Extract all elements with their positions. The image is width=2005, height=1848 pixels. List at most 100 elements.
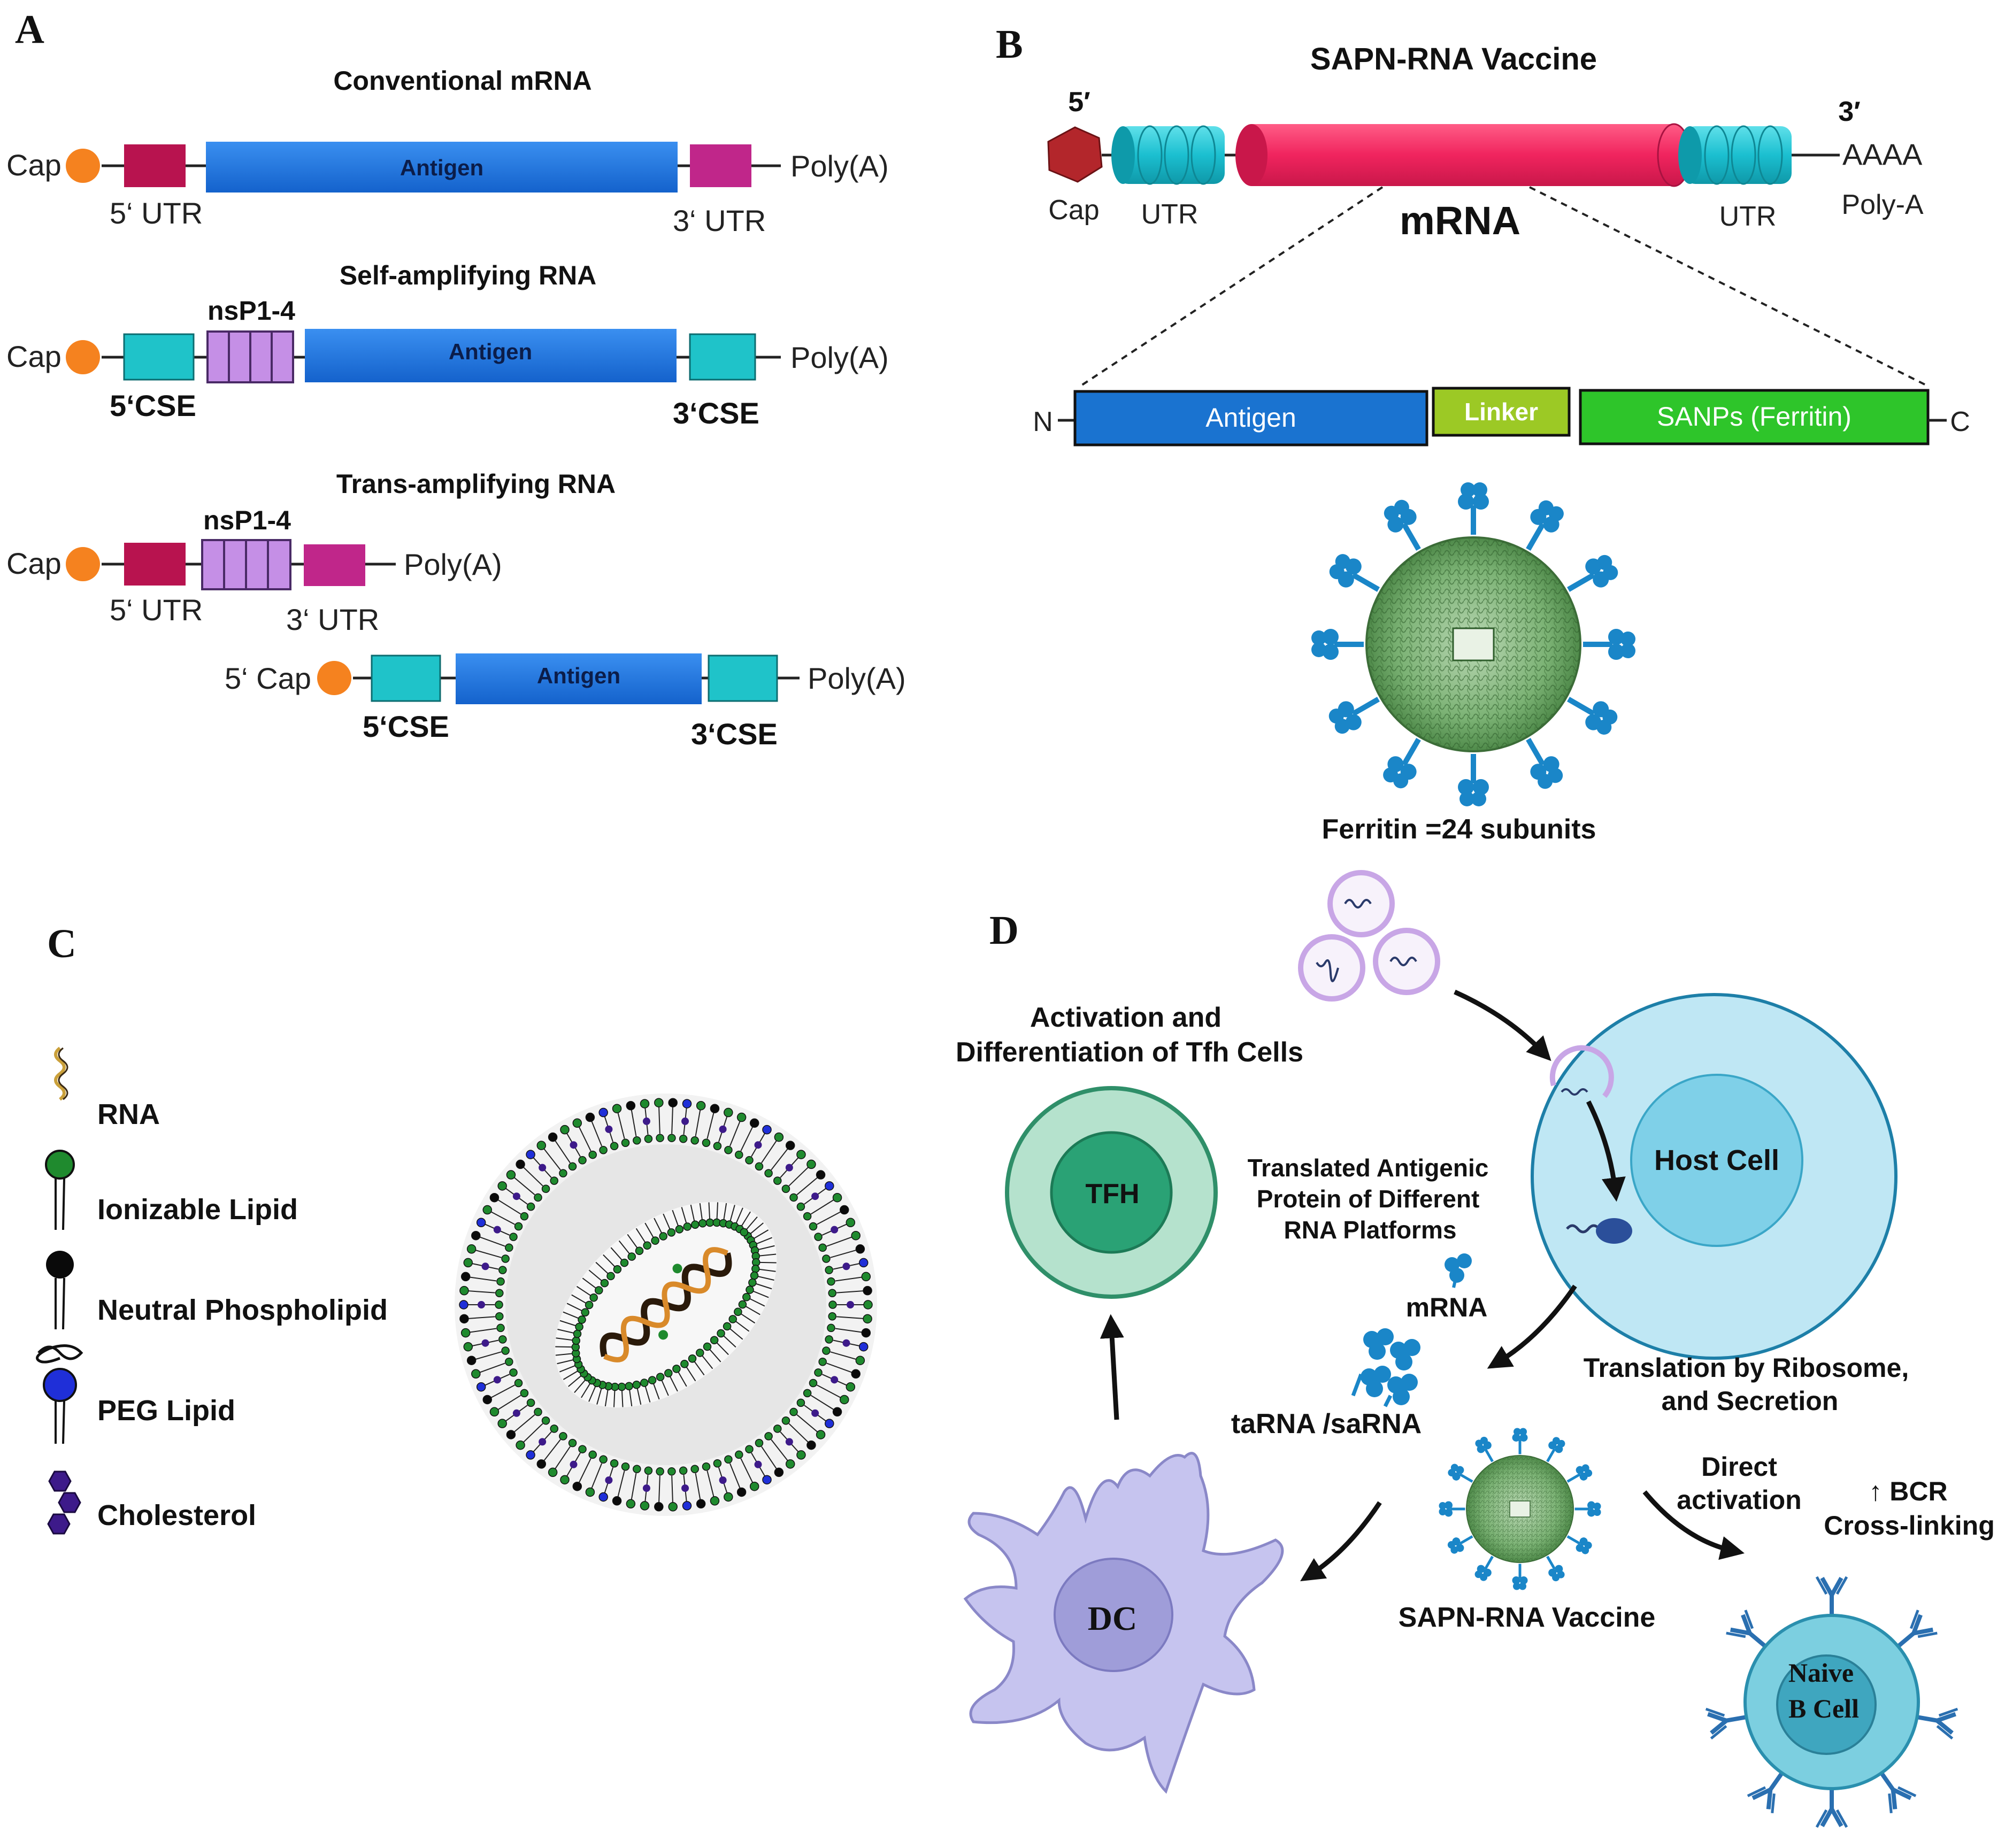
tfh-heading-line1: Activation and [1030,1002,1222,1033]
ferritin-subunit-icon [1311,629,1364,660]
legend-rna-label: RNA [97,1098,160,1130]
panel-c-label: C [47,921,76,966]
tarna-cse3-box [708,654,778,702]
legend-neutral-phospholipid-label: Neutral Phospholipid [97,1294,388,1326]
translated-line1: Translated Antigenic [1248,1154,1489,1182]
cse3-box [689,333,756,381]
tarna-cse5-label: 5‘CSE [363,710,449,743]
tarna-polya-label: Poly(A) [404,548,502,581]
ferritin-subunit-icon [1583,629,1635,660]
self-amplifying-title: Self-amplifying RNA [340,260,597,290]
direct-line2: activation [1677,1485,1801,1515]
ferritin-subunit-icon [1458,482,1489,535]
tarna-utr3-box [304,544,365,586]
three-prime-label: 3′ [1838,96,1860,127]
ferritin-subunit-icon [1446,1462,1477,1489]
bcr-line2: Cross-linking [1824,1511,1994,1541]
utr-right-label: UTR [1719,201,1777,232]
sarna-antigen-label: Antigen [449,339,532,364]
direct-line1: Direct [1701,1452,1777,1482]
bcr-antibody-icon [1817,1577,1847,1616]
ferritin-caption: Ferritin =24 subunits [1322,814,1596,845]
legend-ionizable-lipid-label: Ionizable Lipid [97,1194,298,1226]
tfh-label: TFH [1085,1179,1139,1210]
ferritin-nanoparticle-icon [1311,482,1635,806]
legend-ionizable-lipid: Ionizable Lipid [45,1150,298,1230]
endosome-icon [1549,1045,1614,1098]
tarna-antigen-box [456,653,702,704]
ferritin-subunit-icon [1379,732,1432,792]
utr-left-label: UTR [1141,199,1199,230]
conventional-mrna-title: Conventional mRNA [333,66,591,96]
sarna-antigen-cluster-icon [1351,1328,1420,1407]
tfh-cell: TFH [1005,1086,1218,1299]
host-cell: Host Cell [1531,993,1898,1360]
tarna-utr5-box [124,543,186,586]
conventional-polya-label: Poly(A) [790,149,889,183]
cap-pentagon-icon [1047,126,1103,183]
sarna-polya-label: Poly(A) [790,341,889,374]
ferritin-subunit-icon [1446,1530,1477,1557]
tarna-cse5-box [371,654,441,702]
cap-circle-icon [66,340,100,374]
ferritin-subunit-icon [1515,496,1568,557]
ribosome-icon [1596,1218,1632,1244]
lnp-vesicles-icon [1298,870,1440,1002]
bcell-nucleus [1776,1654,1877,1755]
utr-left-cylinder [1111,125,1225,185]
nsp-segments [206,330,294,383]
translation-line2: and Secretion [1662,1386,1839,1416]
neutral-phospholipid-icon [46,1251,74,1279]
c-terminus-label: C [1950,406,1970,437]
rna-icon [54,1046,66,1101]
legend-rna: RNA [54,1046,160,1130]
ferritin-subunit-icon [1325,550,1386,603]
peg-chain-icon [36,1344,83,1364]
sarna-cse5-label: 5‘CSE [110,389,196,422]
mrna-label: mRNA [1400,198,1520,243]
panel-b-label: B [996,22,1023,67]
translated-line2: Protein of Different [1257,1185,1480,1213]
legend-neutral-phospholipid: Neutral Phospholipid [46,1251,388,1330]
antigen-label: Antigen [400,155,483,180]
polya-label: Poly-A [1841,189,1923,220]
ferritin-subunit-icon [1515,732,1568,792]
dendritic-cell: DC [963,1452,1284,1794]
legend-cholesterol: Cholesterol [47,1470,256,1535]
conventional-mrna-construct: Conventional mRNA Cap Antigen Poly(A) 5‘… [6,66,889,237]
legend-cholesterol-label: Cholesterol [97,1499,256,1531]
trans-amplifying-title: Trans-amplifying RNA [336,469,616,499]
linker-label: Linker [1464,398,1538,426]
ferritin-subunit-icon [1561,686,1622,738]
sanps-label: SANPs (Ferritin) [1657,402,1852,432]
panel-d-label: D [989,908,1019,953]
uptake-arrow [1454,989,1551,1061]
peg-lipid-icon [43,1368,77,1402]
translated-line3: RNA Platforms [1284,1216,1457,1244]
conventional-utr5-label: 5‘ UTR [110,196,203,230]
sapn-vaccine-label: SAPN-RNA Vaccine [1399,1602,1656,1633]
sapn-vaccine-nanoparticle-icon [1439,1428,1601,1590]
cap-circle-icon [66,149,100,183]
sarna-antigen-box [305,329,677,382]
ferritin-subunit-icon [1473,1553,1500,1583]
vaccine-to-bcell-arrow [1642,1490,1745,1560]
cholesterol-icon [47,1470,81,1535]
utr5-box [124,144,186,187]
bcr-antibody-icon [1914,1702,1958,1738]
ferritin-subunit-icon [1325,686,1386,738]
self-amplifying-rna-construct: Self-amplifying RNA nsP1-4 Cap Antigen P… [6,260,889,430]
fusion-protein-construct: N Antigen Linker SANPs (Ferritin) C [1033,387,1970,446]
ferritin-subunit-icon [1564,1462,1594,1489]
ferritin-subunit-icon [1575,1502,1601,1517]
utr3-box [690,144,751,187]
naive-label-line1: Naive [1788,1658,1854,1688]
bcr-antibody-icon [1817,1788,1847,1827]
ferritin-subunit-icon [1512,1564,1528,1590]
panel-d: D Host Cell Activation and Differentiati… [956,870,1995,1827]
sanps-box [1579,389,1930,445]
tarna-cse3-label: 3‘CSE [691,717,778,751]
tarna-polya2-label: Poly(A) [808,661,906,695]
sarna-cse3-label: 3‘CSE [673,396,759,430]
